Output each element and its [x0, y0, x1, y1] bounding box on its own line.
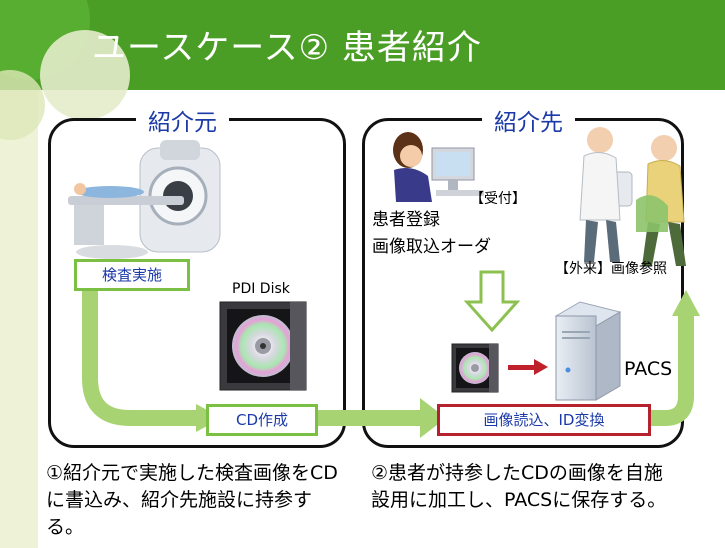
- slide-title: ユースケース② 患者紹介: [92, 28, 482, 68]
- pacs-server-illustration: [554, 301, 622, 401]
- small-cd-case-illustration: [451, 343, 499, 393]
- exam-label-box: 検査実施: [74, 259, 190, 291]
- down-outline-arrow: [463, 270, 521, 333]
- transfer-arrow: [508, 359, 548, 375]
- source-panel-title: 紹介元: [136, 103, 229, 137]
- cd-case-illustration: [219, 301, 307, 391]
- left-decor-strip: [0, 70, 45, 548]
- doctor-patient-illustration: [579, 127, 686, 266]
- flow-arrow-left: [82, 282, 222, 432]
- pdi-disk-label: PDI Disk: [232, 281, 290, 297]
- pacs-label: PACS: [624, 358, 673, 380]
- flow-arrow-middle: [318, 398, 446, 438]
- image-import-order-text: 画像取込オーダ: [372, 237, 491, 257]
- patient-registration-text: 患者登録: [372, 210, 440, 230]
- outpatient-image-view-label: 【外来】画像参照: [555, 261, 667, 277]
- destination-panel-title: 紹介先: [482, 103, 575, 137]
- cd-creation-box: CD作成: [206, 404, 318, 436]
- image-import-id-conversion-box: 画像読込、ID変換: [437, 404, 651, 436]
- decorative-circle: [40, 30, 130, 120]
- receptionist-illustration: [393, 132, 484, 202]
- right-caption: ②患者が持参したCDの画像を自施設用に加工し、PACSに保存する。: [371, 462, 667, 511]
- left-caption: ①紹介元で実施した検査画像をCDに書込み、紹介先施設に持参する。: [46, 462, 338, 538]
- reception-label: 【受付】: [470, 191, 526, 207]
- flow-arrow-right: [648, 290, 700, 426]
- title-bar: ユースケース② 患者紹介: [0, 0, 725, 120]
- ct-scanner-illustration: [68, 140, 221, 259]
